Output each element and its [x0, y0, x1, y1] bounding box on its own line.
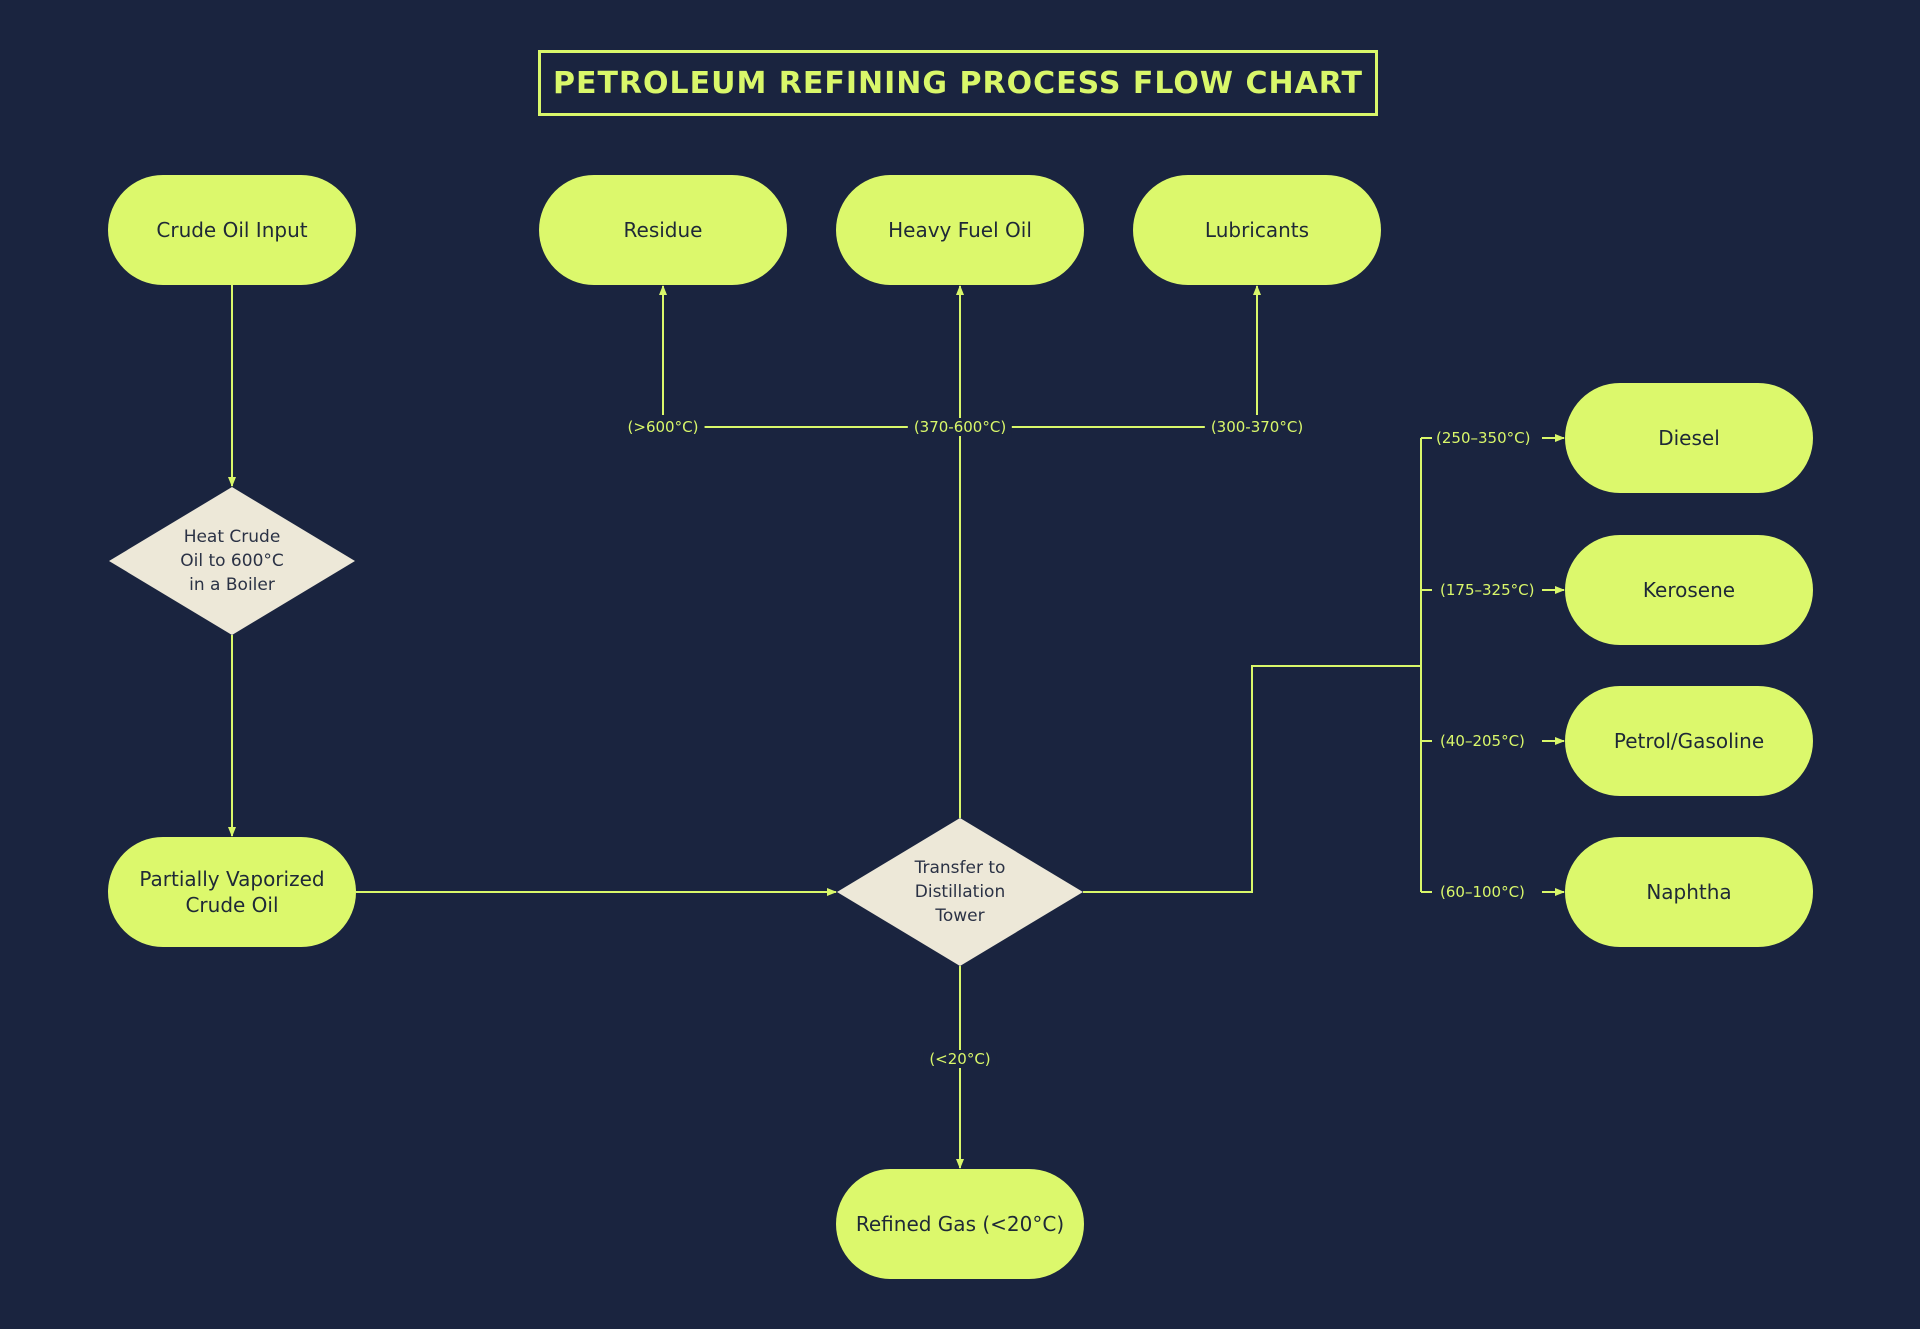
node-diesel[interactable]: Diesel: [1565, 383, 1813, 493]
node-naphtha[interactable]: Naphtha: [1565, 837, 1813, 947]
edge-label-heavy-fuel-oil: (370-600°C): [907, 418, 1013, 436]
node-kerosene[interactable]: Kerosene: [1565, 535, 1813, 645]
decision-transfer-distillation[interactable]: Transfer to Distillation Tower: [914, 858, 1006, 926]
node-lubricants[interactable]: Lubricants: [1133, 175, 1381, 285]
chart-title: PETROLEUM REFINING PROCESS FLOW CHART: [538, 50, 1378, 116]
edge-label-lubricants: (300-370°C): [1204, 418, 1310, 436]
decision-heat-shape: [109, 487, 355, 635]
node-refined-gas[interactable]: Refined Gas (<20°C): [836, 1169, 1084, 1279]
node-petrol-gasoline[interactable]: Petrol/Gasoline: [1565, 686, 1813, 796]
edge-label-naphtha: (60–100°C): [1437, 883, 1528, 901]
node-heavy-fuel-oil[interactable]: Heavy Fuel Oil: [836, 175, 1084, 285]
node-partially-vaporized-crude-oil[interactable]: Partially Vaporized Crude Oil: [108, 837, 356, 947]
edge-label-petrol: (40–205°C): [1437, 732, 1528, 750]
edge-transfer-right: [1083, 665, 1421, 893]
node-crude-oil-input[interactable]: Crude Oil Input: [108, 175, 356, 285]
decision-transfer-shape: [837, 818, 1083, 966]
decision-heat-crude-oil[interactable]: Heat Crude Oil to 600°C in a Boiler: [180, 527, 284, 595]
edge-label-refined-gas: (<20°C): [923, 1050, 997, 1068]
edge-label-kerosene: (175–325°C): [1437, 581, 1538, 599]
edge-label-diesel: (250–350°C): [1433, 429, 1534, 447]
node-residue[interactable]: Residue: [539, 175, 787, 285]
edge-label-residue: (>600°C): [621, 418, 705, 436]
